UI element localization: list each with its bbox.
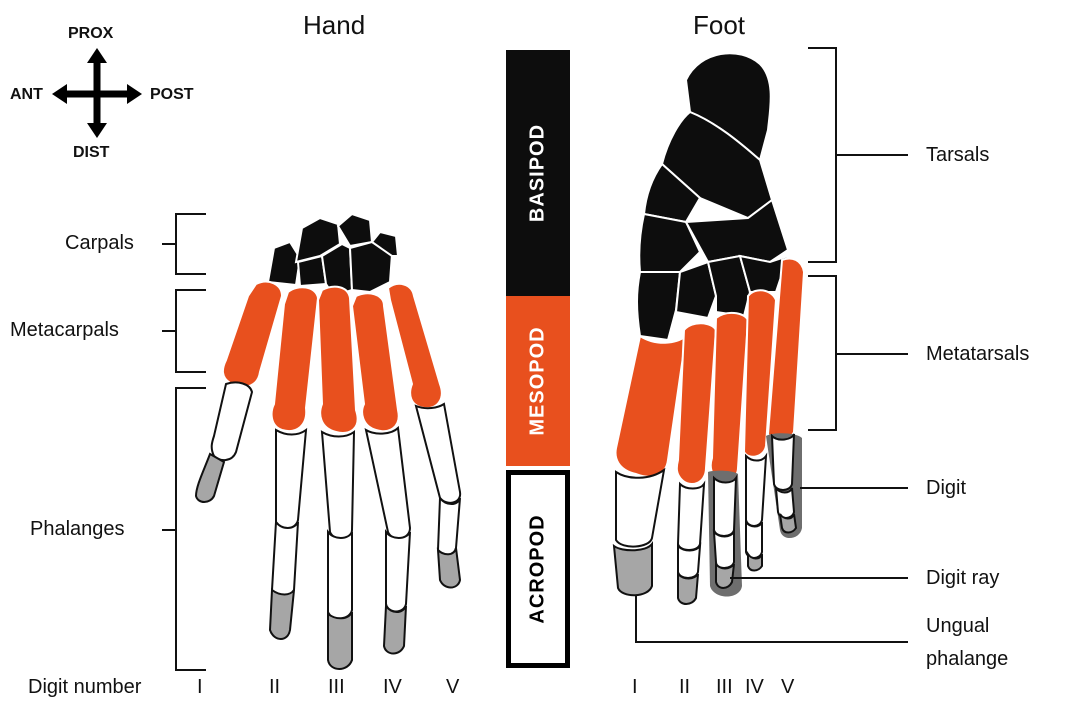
foot-digit-4: IV: [745, 676, 764, 699]
compass-post-label: POST: [150, 86, 194, 104]
hand-title: Hand: [303, 10, 365, 41]
compass-dist-label: DIST: [73, 144, 109, 162]
basipod-bar: BASIPOD: [506, 50, 570, 296]
metacarpals-label: Metacarpals: [10, 319, 119, 342]
hand-digit-3: III: [328, 676, 345, 699]
foot-title: Foot: [693, 10, 745, 41]
digit-label: Digit: [926, 477, 966, 500]
hand-metacarpals: [223, 282, 442, 433]
foot-digit-2: II: [679, 676, 690, 699]
tarsals-label: Tarsals: [926, 144, 989, 167]
carpals-label: Carpals: [65, 232, 134, 255]
hand-carpals: [268, 214, 398, 296]
ungual-phalange-label-line1: Ungual: [926, 615, 989, 638]
mesopod-bar: MESOPOD: [506, 296, 570, 466]
foot-digit-1: I: [632, 676, 638, 699]
compass-prox-label: PROX: [68, 25, 113, 43]
phalanges-label: Phalanges: [30, 518, 125, 541]
digit-number-label: Digit number: [28, 676, 141, 699]
orientation-compass-icon: [52, 48, 142, 138]
compass-ant-label: ANT: [10, 86, 43, 104]
ungual-phalange-label-line2: phalange: [926, 648, 1008, 671]
hand-brackets: [162, 214, 206, 670]
hand-digit-5: V: [446, 676, 459, 699]
digit-ray-label: Digit ray: [926, 567, 999, 590]
foot-digit-5: V: [781, 676, 794, 699]
acropod-label: ACROPOD: [527, 514, 550, 623]
hand-digit-1: I: [197, 676, 203, 699]
acropod-bar: ACROPOD: [506, 470, 570, 668]
mesopod-label: MESOPOD: [527, 326, 550, 435]
hand-digit-2: II: [269, 676, 280, 699]
hand-digit-4: IV: [383, 676, 402, 699]
metatarsals-label: Metatarsals: [926, 343, 1029, 366]
foot-digit-3: III: [716, 676, 733, 699]
basipod-label: BASIPOD: [527, 124, 550, 222]
